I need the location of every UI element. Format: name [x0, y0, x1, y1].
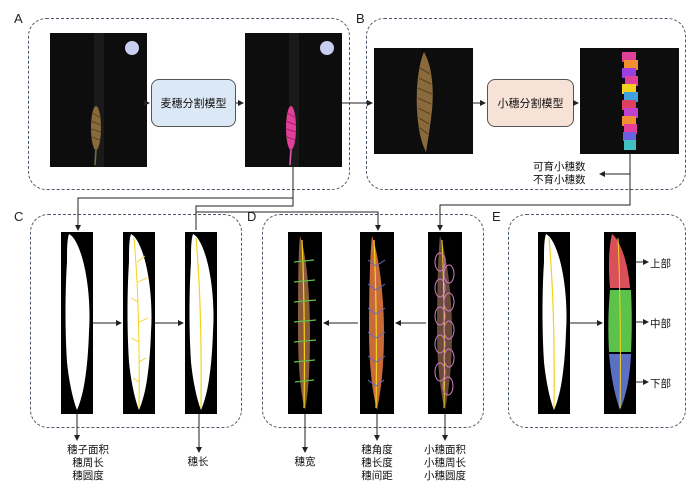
upper-region-label: 上部 — [650, 258, 671, 270]
sterile-spikelet-count-label: 不育小穗数 — [533, 174, 586, 186]
ear-width-measure-image — [288, 232, 322, 414]
binary-mask-image — [61, 232, 93, 414]
group-e — [508, 214, 686, 428]
ear-perimeter-label: 穗周长 — [72, 457, 104, 469]
wheat-ear-segmentation-model-label: 麦穗分割模型 — [160, 97, 227, 110]
group-d — [262, 214, 484, 428]
ear-width-label: 穗宽 — [294, 456, 316, 468]
arrow-b-to-d — [437, 174, 631, 231]
group-b — [366, 18, 686, 190]
panel-label-a: A — [14, 11, 23, 26]
spikelet-perimeter-label: 小穗周长 — [424, 457, 466, 469]
ear-area-label: 穗子面积 — [67, 444, 109, 456]
main-axis-skeleton-image — [185, 232, 217, 414]
ear-angle-label: 穗角度 — [361, 444, 393, 456]
group-a — [28, 18, 350, 190]
cropped-wheat-ear-photo — [374, 48, 473, 154]
spikelet-outline-image — [428, 232, 462, 414]
spikelet-area-label: 小穗面积 — [424, 444, 466, 456]
segmented-wheat-photo — [245, 33, 342, 167]
panel-label-e: E — [492, 209, 501, 224]
ear-length-label: 穗长 — [187, 456, 209, 468]
spikelet-roundness-label: 小穗圆度 — [424, 470, 466, 482]
panel-label-d: D — [247, 209, 257, 224]
skeleton-branch-image — [123, 232, 155, 414]
group-c — [30, 214, 242, 428]
arrow-a-to-c-mask — [75, 167, 294, 231]
middle-region-label: 中部 — [650, 318, 671, 330]
spikelet-segmentation-model-box: 小穗分割模型 — [487, 79, 574, 127]
arrow-to-spikelet-counts — [599, 154, 631, 177]
axis-skeleton-mask-image — [538, 232, 570, 414]
ear-spacing-label: 穗间距 — [361, 470, 393, 482]
original-wheat-photo — [50, 33, 147, 167]
spikelet-segmentation-model-label: 小穗分割模型 — [497, 97, 564, 110]
ear-roundness-label: 穗圆度 — [72, 470, 104, 482]
lower-region-label: 下部 — [650, 378, 671, 390]
spikelet-angle-image — [360, 232, 394, 414]
panel-label-b: B — [356, 11, 365, 26]
ear-length-degree-label: 穗长度 — [361, 457, 393, 469]
arrow-a-to-c-axis-top — [195, 198, 294, 230]
arrow-a-to-d — [195, 206, 381, 231]
spikelet-segmentation-photo — [580, 48, 679, 154]
panel-label-c: C — [14, 209, 24, 224]
region-division-image — [604, 232, 636, 414]
wheat-ear-segmentation-model-box: 麦穗分割模型 — [151, 79, 236, 127]
fertile-spikelet-count-label: 可育小穗数 — [533, 161, 586, 173]
